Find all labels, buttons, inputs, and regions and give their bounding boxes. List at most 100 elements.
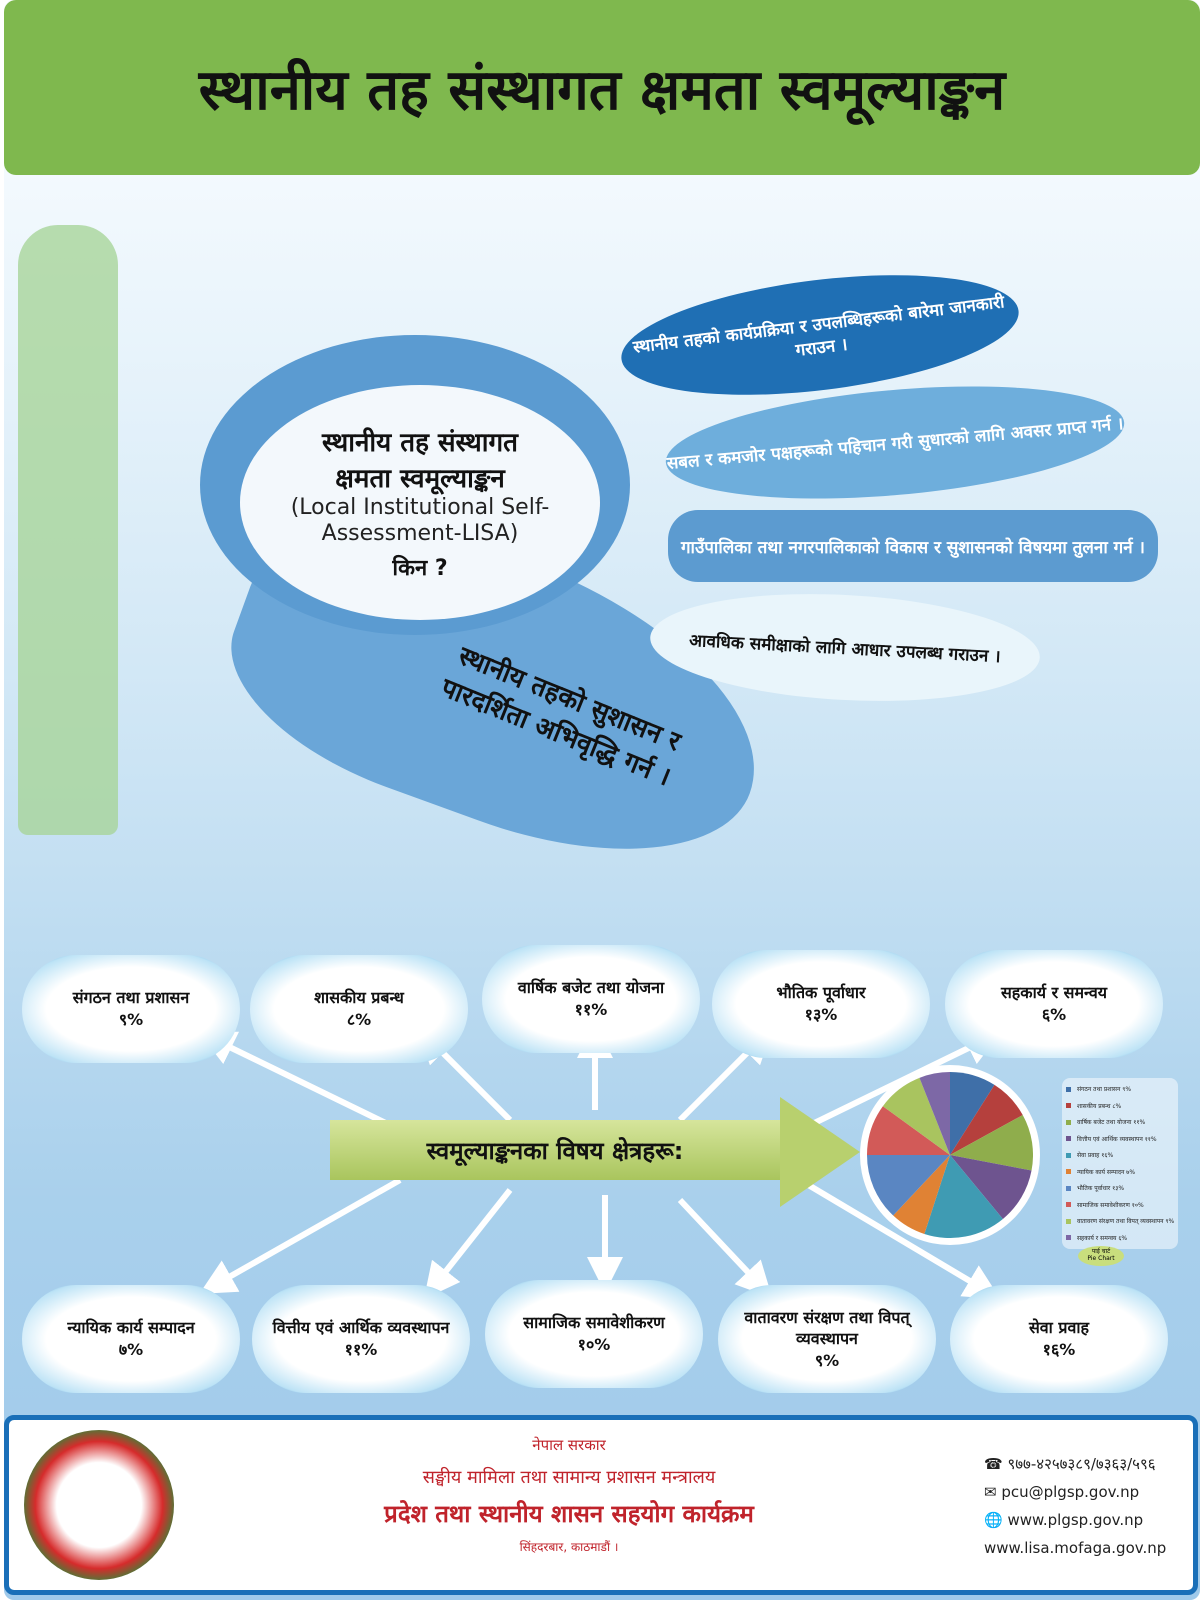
legend-item: सेवा प्रवाह १६%	[1066, 1147, 1174, 1164]
legend-label: वातावरण संरक्षण तथा विपत् व्यवस्थापन ९%	[1077, 1218, 1175, 1226]
area-box-governance: शासकीय प्रबन्ध ८%	[250, 955, 468, 1063]
phone-number: ९७७-४२५७३८९/७३६३/५९६	[1007, 1455, 1156, 1473]
center-question: स्थानीय तह संस्थागत क्षमता स्वमूल्याङ्कन…	[240, 385, 600, 620]
legend-item: सहकार्य र समन्वय ६%	[1066, 1230, 1174, 1247]
area-name: सहकार्य र समन्वय	[1000, 983, 1108, 1003]
area-pct: ९%	[118, 1010, 144, 1029]
legend-swatch	[1066, 1235, 1071, 1241]
center-english-2: Assessment-LISA)	[321, 520, 519, 546]
pie-chart	[860, 1065, 1040, 1245]
center-title-2: क्षमता स्वमूल्याङ्कन	[335, 464, 505, 495]
area-box-finance: वित्तीय एवं आर्थिक व्यवस्थापन ११%	[252, 1285, 470, 1393]
area-name: सामाजिक समावेशीकरण	[523, 1313, 665, 1333]
legend-label: संगठन तथा प्रशासन ९%	[1077, 1086, 1132, 1094]
area-pct: १०%	[577, 1335, 611, 1354]
legend-item: संगठन तथा प्रशासन ९%	[1066, 1081, 1174, 1098]
pie-subtitle: Pie Chart	[1087, 1254, 1115, 1262]
pie-slice	[882, 1077, 950, 1155]
legend-label: वार्षिक बजेट तथा योजना ११%	[1077, 1119, 1146, 1127]
area-box-judicial: न्यायिक कार्य सम्पादन ७%	[22, 1285, 240, 1393]
legend-item: सामाजिक समावेशीकरण १०%	[1066, 1197, 1174, 1214]
legend-label: वित्तीय एवं आर्थिक व्यवस्थापन ११%	[1077, 1135, 1157, 1143]
areas-arrow: स्वमूल्याङ्कनका विषय क्षेत्रहरू:	[330, 1095, 780, 1205]
legend-label: न्यायिक कार्य सम्पादन ७%	[1077, 1168, 1136, 1176]
area-box-inclusion: सामाजिक समावेशीकरण १०%	[485, 1280, 703, 1388]
area-box-infrastructure: भौतिक पूर्वाधार १३%	[712, 950, 930, 1058]
center-english-1: (Local Institutional Self-	[290, 495, 550, 521]
legend-swatch	[1066, 1136, 1071, 1142]
footer-ministry: सङ्घीय मामिला तथा सामान्य प्रशासन मन्त्र…	[422, 1467, 716, 1488]
center-why: किन ?	[392, 555, 448, 581]
legend-label: सहकार्य र समन्वय ६%	[1077, 1234, 1128, 1242]
person-silhouette	[18, 225, 118, 835]
areas-title: स्वमूल्याङ्कनका विषय क्षेत्रहरू:	[330, 1120, 780, 1180]
area-pct: ७%	[118, 1340, 144, 1359]
area-box-coordination: सहकार्य र समन्वय ६%	[945, 950, 1163, 1058]
footer-org: नेपाल सरकार सङ्घीय मामिला तथा सामान्य प्…	[309, 1435, 829, 1555]
legend-swatch	[1066, 1103, 1071, 1109]
area-name: वार्षिक बजेट तथा योजना	[517, 978, 665, 998]
area-box-organization: संगठन तथा प्रशासन ९%	[22, 955, 240, 1063]
footer-address: सिंहदरबार, काठमाडौं ।	[519, 1540, 619, 1554]
area-name: सेवा प्रवाह	[1028, 1318, 1090, 1338]
area-pct: ११%	[574, 1000, 608, 1019]
pie-slice	[950, 1072, 995, 1155]
pie-svg	[867, 1072, 1033, 1238]
pie-slice	[893, 1155, 950, 1234]
area-name: संगठन तथा प्रशासन	[72, 988, 190, 1008]
area-name: वित्तीय एवं आर्थिक व्यवस्थापन	[272, 1318, 450, 1338]
footer-program: प्रदेश तथा स्थानीय शासन सहयोग कार्यक्रम	[384, 1500, 754, 1528]
area-pct: ८%	[346, 1010, 372, 1029]
legend-label: सेवा प्रवाह १६%	[1077, 1152, 1114, 1160]
legend-item: शासकीय प्रबन्ध ८%	[1066, 1098, 1174, 1115]
legend-item: न्यायिक कार्य सम्पादन ७%	[1066, 1164, 1174, 1181]
center-title-1: स्थानीय तह संस्थागत	[322, 428, 518, 459]
legend-label: शासकीय प्रबन्ध ८%	[1077, 1102, 1122, 1110]
legend-swatch	[1066, 1218, 1071, 1224]
footer-contacts: ☎ ९७७-४२५७३८९/७३६३/५९६ ✉ pcu@plgsp.gov.n…	[984, 1450, 1166, 1562]
pie-title: पाई चार्ट	[1091, 1248, 1111, 1255]
area-pct: ९%	[814, 1350, 840, 1370]
legend-swatch	[1066, 1169, 1071, 1175]
phone-icon: ☎	[984, 1455, 1008, 1473]
legend-label: सामाजिक समावेशीकरण १०%	[1077, 1201, 1144, 1209]
area-pct: १६%	[1042, 1340, 1076, 1359]
legend-swatch	[1066, 1185, 1071, 1191]
legend-swatch	[1066, 1202, 1071, 1208]
pie-slice	[950, 1155, 1032, 1219]
legend-swatch	[1066, 1119, 1071, 1125]
pie-slice	[867, 1106, 950, 1155]
legend-item: वातावरण संरक्षण तथा विपत् व्यवस्थापन ९%	[1066, 1213, 1174, 1230]
area-pct: ६%	[1041, 1005, 1067, 1024]
mail-icon: ✉	[984, 1483, 1002, 1501]
area-name: भौतिक पूर्वाधार	[776, 983, 866, 1003]
footer-gov: नेपाल सरकार	[532, 1436, 606, 1454]
area-name: शासकीय प्रबन्ध	[314, 988, 404, 1008]
area-box-service: सेवा प्रवाह १६%	[950, 1285, 1168, 1393]
area-name: न्यायिक कार्य सम्पादन	[67, 1318, 195, 1338]
email-link[interactable]: pcu@plgsp.gov.np	[1001, 1483, 1140, 1501]
header: स्थानीय तह संस्थागत क्षमता स्वमूल्याङ्कन	[4, 0, 1200, 175]
lisa-website-link[interactable]: www.lisa.mofaga.gov.np	[984, 1539, 1167, 1557]
legend-label: भौतिक पूर्वाधार १३%	[1077, 1185, 1125, 1193]
legend-item: वित्तीय एवं आर्थिक व्यवस्थापन ११%	[1066, 1131, 1174, 1148]
footer: नेपाल सरकार सङ्घीय मामिला तथा सामान्य प्…	[4, 1415, 1198, 1595]
area-pct: १३%	[804, 1005, 838, 1024]
pie-legend: संगठन तथा प्रशासन ९% शासकीय प्रबन्ध ८% वार…	[1062, 1078, 1179, 1249]
area-name: वातावरण संरक्षण तथा विपत् व्यवस्थापन	[744, 1307, 910, 1349]
area-pct: ११%	[344, 1340, 378, 1359]
nepal-emblem	[24, 1430, 174, 1580]
page-title: स्थानीय तह संस्थागत क्षमता स्वमूल्याङ्कन	[198, 57, 1006, 123]
pie-slice	[950, 1115, 1033, 1171]
legend-swatch	[1066, 1086, 1071, 1092]
website-link[interactable]: www.plgsp.gov.np	[1007, 1511, 1144, 1529]
legend-swatch	[1066, 1152, 1071, 1158]
legend-item: भौतिक पूर्वाधार १३%	[1066, 1180, 1174, 1197]
pie-slice	[924, 1155, 1003, 1238]
legend-item: वार्षिक बजेट तथा योजना ११%	[1066, 1114, 1174, 1131]
area-box-budget: वार्षिक बजेट तथा योजना ११%	[482, 945, 700, 1053]
pie-slice	[950, 1084, 1023, 1155]
reason-bubble-3: गाउँपालिका तथा नगरपालिकाको विकास र सुशास…	[668, 510, 1158, 582]
